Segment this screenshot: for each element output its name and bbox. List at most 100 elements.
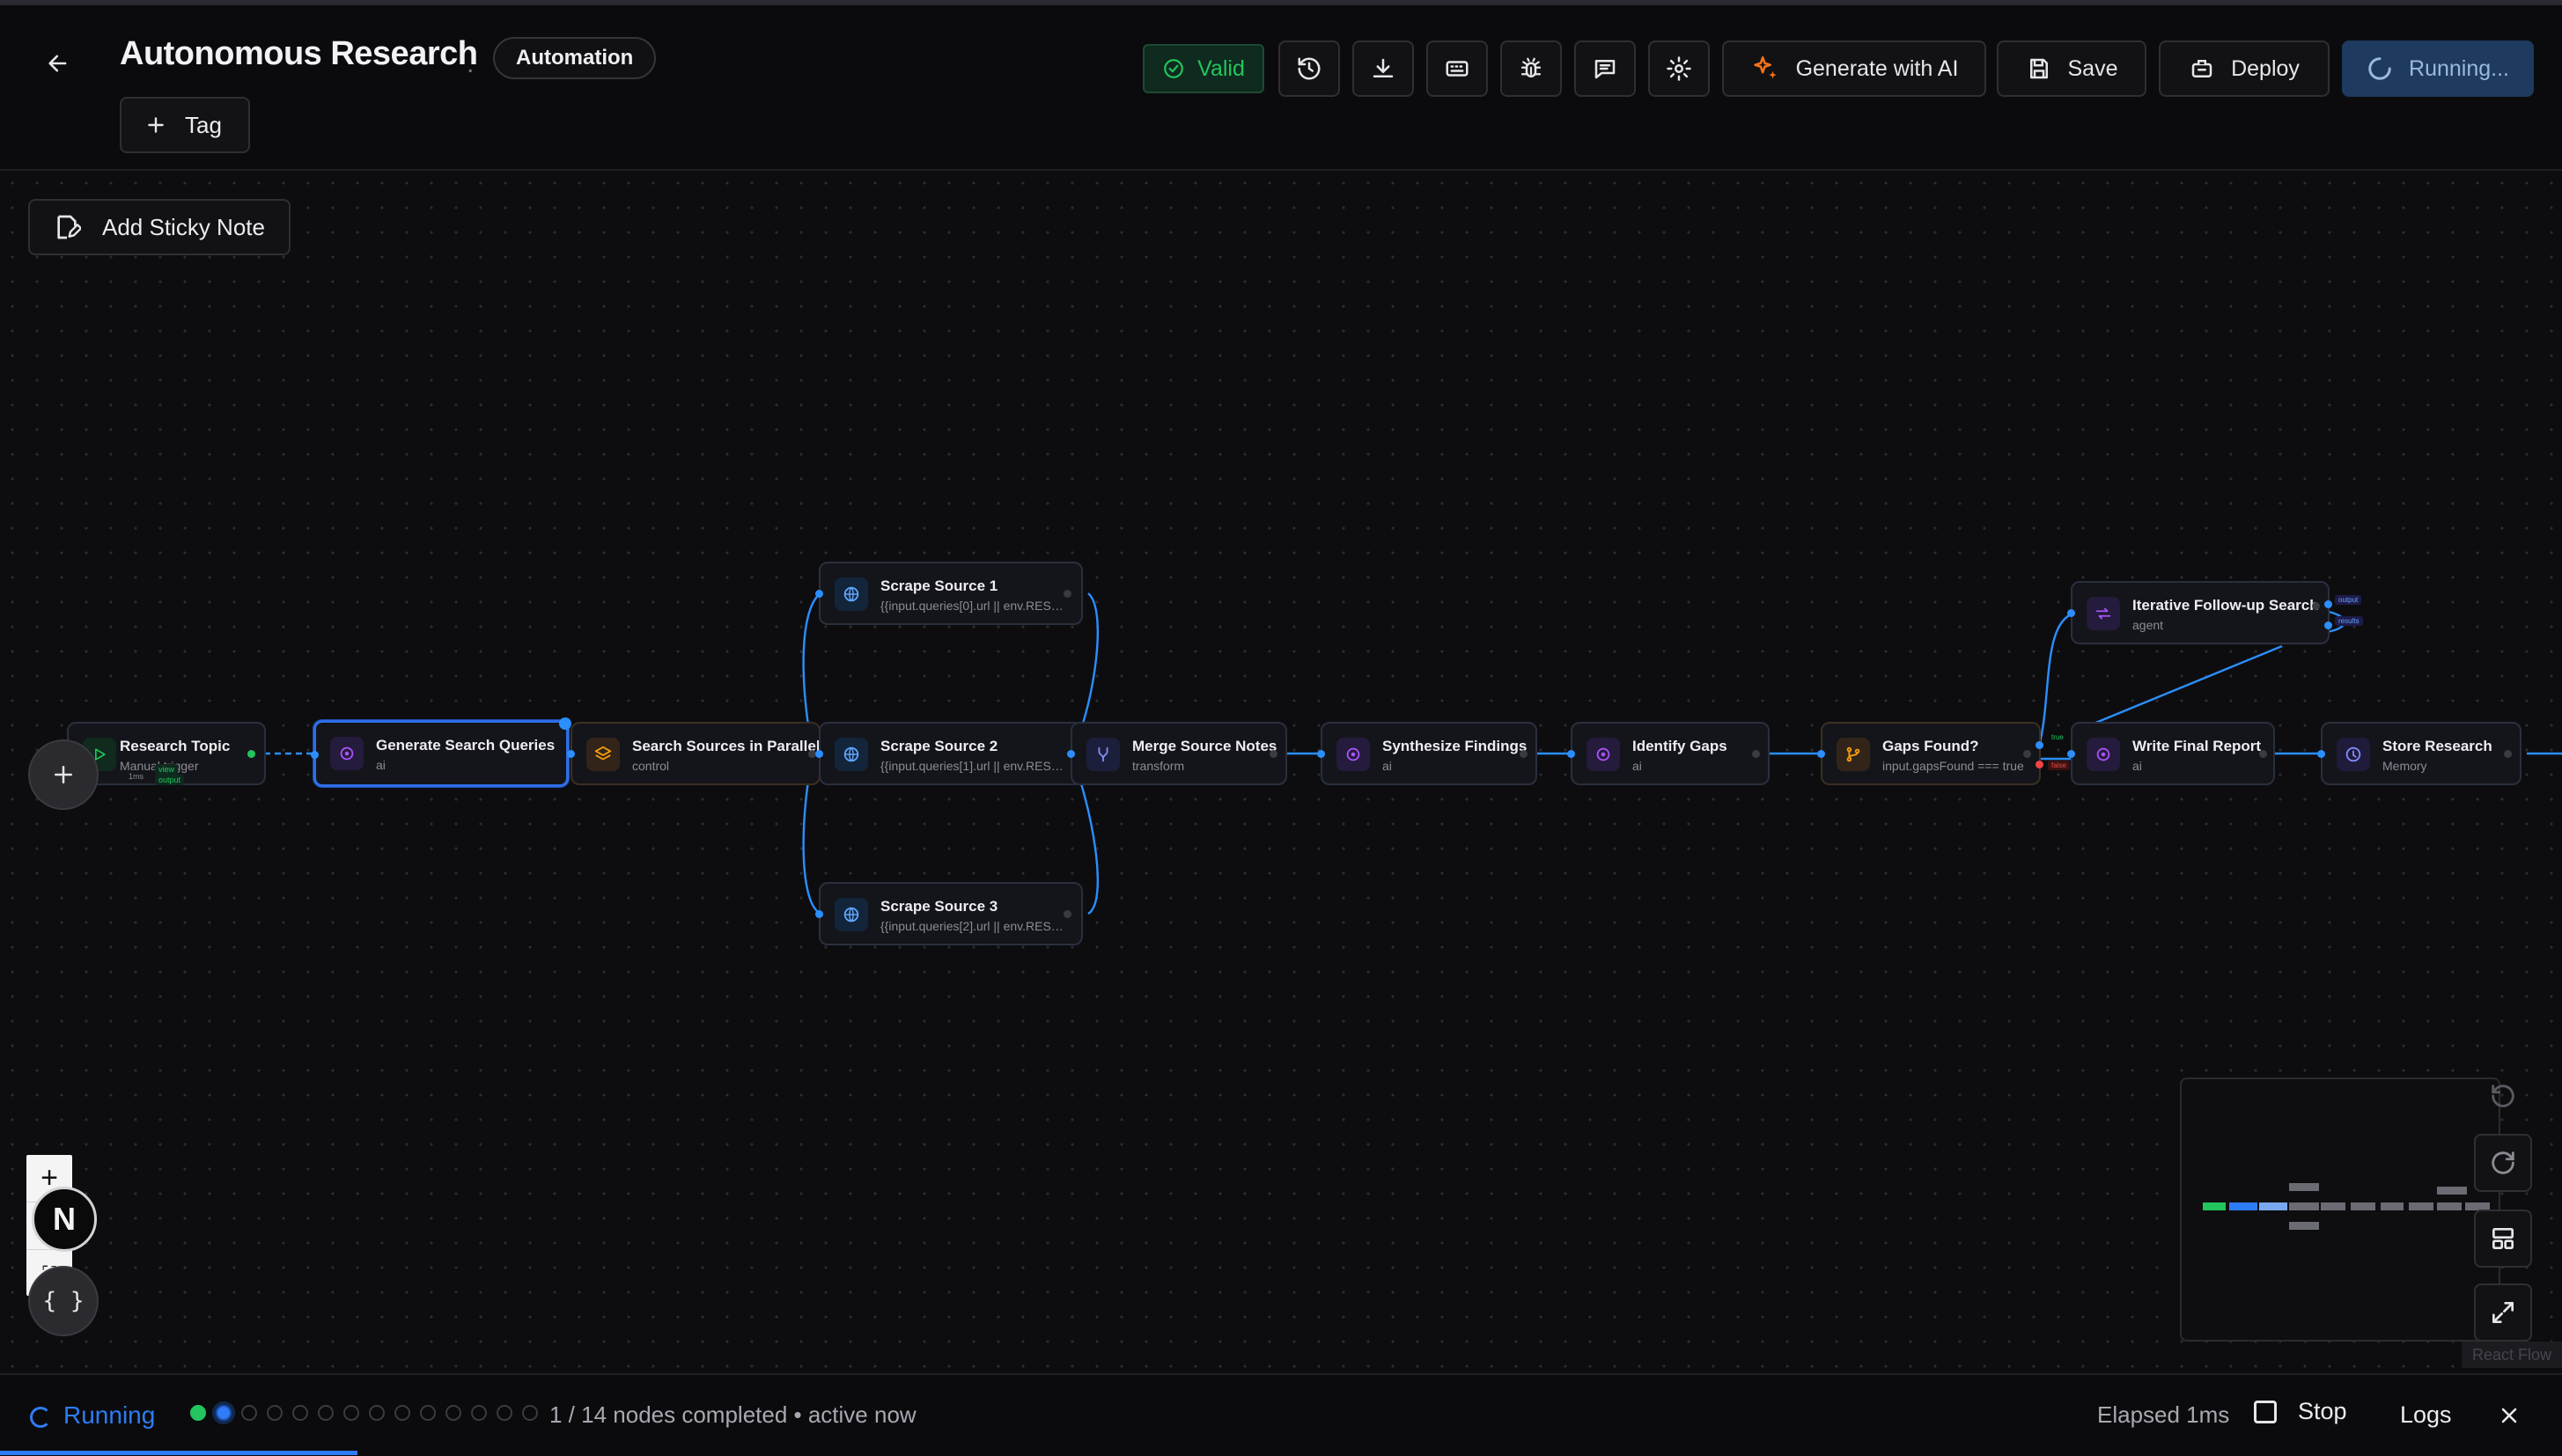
node-generate-search-queries[interactable]: Generate Search Queries ai <box>311 717 571 787</box>
node-input-handle[interactable] <box>2067 750 2075 758</box>
node-scrape-source-2[interactable]: Scrape Source 2 {{input.queries[1].url |… <box>815 722 1083 785</box>
comments-button[interactable] <box>1574 40 1636 97</box>
edge-gaps-to-followup <box>2037 613 2072 747</box>
ai-brain-icon <box>1596 747 1610 761</box>
node-identify-gaps[interactable]: Identify Gaps ai <box>1567 722 1770 785</box>
node-input-handle[interactable] <box>815 910 823 918</box>
node-output-handle[interactable] <box>2259 750 2267 758</box>
node-input-handle[interactable] <box>311 751 319 759</box>
sticky-note-icon <box>57 215 81 239</box>
node-iterative-followup-search[interactable]: Iterative Follow-up Search agent output … <box>2067 581 2363 644</box>
node-output-handle[interactable] <box>1064 910 1071 918</box>
ai-brain-icon <box>340 746 354 761</box>
step-dot <box>318 1405 334 1421</box>
deploy-button[interactable]: Deploy <box>2159 40 2330 97</box>
globe-icon <box>843 907 859 923</box>
close-status-button[interactable] <box>2492 1398 2527 1433</box>
minimap-node <box>2437 1187 2467 1195</box>
undo-button[interactable] <box>2474 1067 2532 1125</box>
minimap-node <box>2437 1202 2462 1210</box>
check-circle-icon <box>1164 59 1183 78</box>
ai-brain-icon <box>1346 747 1360 761</box>
validation-status-badge[interactable]: Valid <box>1143 44 1264 93</box>
minimap-node <box>2229 1202 2257 1210</box>
add-tag-button[interactable]: Tag <box>120 97 250 153</box>
node-output-handle[interactable] <box>1064 590 1071 598</box>
node-output-handle[interactable] <box>1270 750 1277 758</box>
download-icon <box>1373 58 1394 77</box>
keyboard-icon <box>1446 61 1469 77</box>
stop-execution-button[interactable]: Stop <box>2254 1398 2347 1425</box>
node-output-handle[interactable] <box>2312 602 2320 610</box>
add-sticky-note-button[interactable]: Add Sticky Note <box>28 199 291 255</box>
save-button[interactable]: Save <box>1997 40 2146 97</box>
node-input-handle[interactable] <box>567 750 575 758</box>
node-input-handle[interactable] <box>1567 750 1575 758</box>
node-input-handle[interactable] <box>1067 750 1075 758</box>
step-dot <box>522 1405 538 1421</box>
keyboard-shortcuts-button[interactable] <box>1426 40 1488 97</box>
deploy-label: Deploy <box>2231 55 2300 81</box>
step-dot <box>190 1405 206 1421</box>
settings-button[interactable] <box>1648 40 1710 97</box>
node-research-topic[interactable]: Research Topic Manual trigger 1ms view o… <box>67 722 266 785</box>
redo-button[interactable] <box>2474 1134 2532 1192</box>
back-button[interactable] <box>39 44 77 83</box>
workflow-type-badge[interactable]: Automation <box>493 37 657 79</box>
node-gaps-found-condition[interactable]: Gaps Found? input.gapsFound === true tru… <box>1817 722 2070 785</box>
node-output-handle[interactable] <box>247 750 255 758</box>
add-node-button[interactable] <box>28 739 99 810</box>
node-input-handle[interactable] <box>1817 750 1825 758</box>
node-true-handle[interactable] <box>2036 741 2043 749</box>
node-view-output-link[interactable]: view <box>155 764 179 775</box>
auto-layout-button[interactable] <box>2474 1210 2532 1268</box>
node-store-research[interactable]: Store Research Memory <box>2317 722 2522 785</box>
node-output-handle[interactable] <box>1520 750 1528 758</box>
node-output-handle[interactable] <box>2023 750 2031 758</box>
fullscreen-button[interactable] <box>2474 1283 2532 1342</box>
workflow-canvas[interactable]: Add Sticky Note <box>0 171 2562 1373</box>
node-title: Scrape Source 2 <box>880 738 998 754</box>
workflow-title[interactable]: Autonomous Research <box>120 35 478 72</box>
node-write-final-report[interactable]: Write Final Report ai <box>2067 722 2275 785</box>
bug-icon <box>1520 57 1542 77</box>
export-button[interactable] <box>1352 40 1414 97</box>
minimap-node <box>2409 1202 2433 1210</box>
layout-icon <box>2492 1228 2514 1249</box>
run-workflow-button[interactable]: Running... <box>2342 40 2534 97</box>
step-dot <box>267 1405 283 1421</box>
node-input-handle[interactable] <box>815 590 823 598</box>
node-false-handle[interactable] <box>2036 761 2043 768</box>
step-dot <box>216 1405 232 1421</box>
node-input-handle[interactable] <box>2067 609 2075 617</box>
node-input-handle[interactable] <box>2317 750 2325 758</box>
app-logo[interactable]: N <box>32 1187 97 1252</box>
node-title: Store Research <box>2382 738 2492 754</box>
node-resize-handle[interactable] <box>559 717 571 730</box>
generate-with-ai-button[interactable]: Generate with AI <box>1722 40 1986 97</box>
node-output-handle[interactable] <box>808 750 816 758</box>
node-output-handle[interactable] <box>1752 750 1760 758</box>
validation-status-label: Valid <box>1197 55 1245 81</box>
logs-button[interactable]: Logs <box>2400 1401 2452 1428</box>
minimap[interactable] <box>2180 1077 2500 1342</box>
node-scrape-source-1[interactable]: Scrape Source 1 {{input.queries[0].url |… <box>815 562 1083 625</box>
node-ai-icon-wrap <box>330 737 364 770</box>
node-merge-source-notes[interactable]: Merge Source Notes transform <box>1067 722 1287 785</box>
version-history-button[interactable] <box>1278 40 1340 97</box>
node-output-handle[interactable] <box>2504 750 2512 758</box>
node-loop-output-handle[interactable] <box>2324 600 2332 608</box>
branch-false-label: false <box>2048 761 2070 770</box>
debug-button[interactable] <box>1500 40 1562 97</box>
react-flow-attribution[interactable]: React Flow <box>2462 1342 2562 1368</box>
layers-icon <box>594 746 612 761</box>
node-input-handle[interactable] <box>815 750 823 758</box>
node-search-sources-parallel[interactable]: Search Sources in Parallel control <box>567 722 821 785</box>
node-output-label[interactable]: output <box>155 775 185 785</box>
json-view-button[interactable]: { } <box>28 1266 99 1336</box>
step-dot <box>292 1405 308 1421</box>
node-scrape-source-3[interactable]: Scrape Source 3 {{input.queries[2].url |… <box>815 882 1083 945</box>
node-loop-results-handle[interactable] <box>2324 621 2332 629</box>
node-synthesize-findings[interactable]: Synthesize Findings ai <box>1317 722 1537 785</box>
node-input-handle[interactable] <box>1317 750 1325 758</box>
